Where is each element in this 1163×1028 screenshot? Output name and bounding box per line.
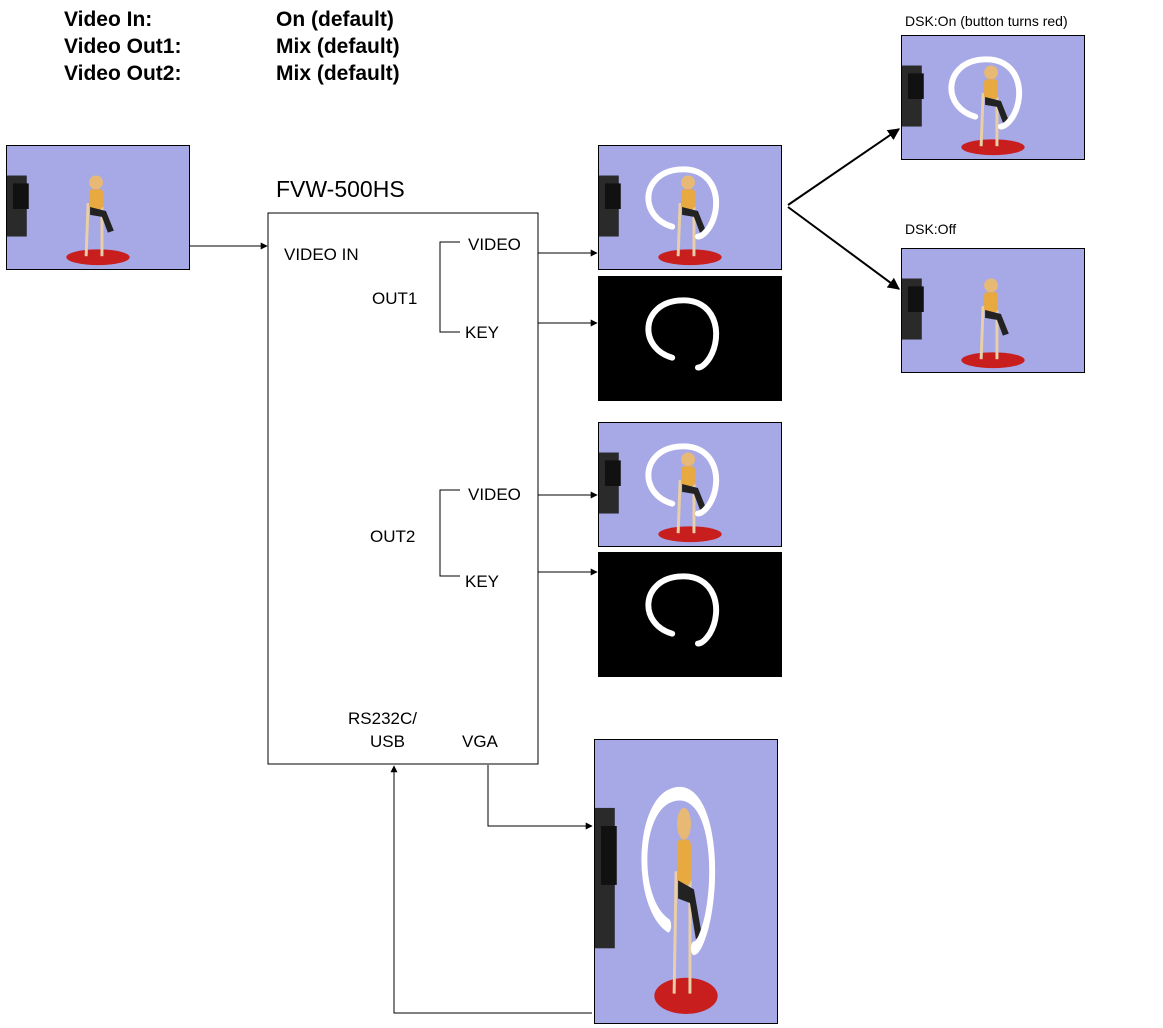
out2-video-frame — [598, 422, 782, 547]
out1-key-frame — [598, 276, 782, 401]
dsk-off-arrow — [787, 206, 900, 290]
out1-video-frame — [598, 145, 782, 270]
setting-label-video-out2: Video Out2: — [64, 62, 182, 85]
vga-wire — [487, 765, 593, 830]
device-box — [267, 212, 539, 765]
control-return-wire — [390, 765, 592, 1014]
setting-label-video-in: Video In: — [64, 8, 153, 31]
setting-value-video-out2: Mix (default) — [276, 62, 400, 85]
vga-picture — [595, 740, 777, 1023]
out2-key-frame — [598, 552, 782, 677]
dsk-on-arrow — [787, 128, 900, 206]
dsk-off-caption: DSK:Off — [905, 221, 957, 237]
out2-video-label: VIDEO — [468, 485, 521, 504]
out1-key-label: KEY — [465, 323, 500, 342]
out2-label: OUT2 — [370, 527, 416, 546]
dsk-on-frame — [901, 35, 1085, 160]
device-title: FVW-500HS — [276, 176, 405, 202]
vga-monitor-frame — [594, 739, 778, 1024]
dsk-on-caption: DSK:On (button turns red) — [905, 13, 1068, 29]
out1-video-label: VIDEO — [468, 235, 521, 254]
out2-bracket — [439, 489, 460, 577]
setting-value-video-out1: Mix (default) — [276, 35, 400, 58]
out2-key-label: KEY — [465, 572, 500, 591]
video-in-label: VIDEO IN — [284, 245, 359, 264]
usb-label: USB — [370, 732, 405, 751]
vga-label: VGA — [462, 732, 498, 751]
dsk-off-frame — [901, 248, 1085, 373]
out1-bracket — [439, 241, 460, 333]
setting-value-video-in: On (default) — [276, 8, 394, 31]
rs232c-label: RS232C/ — [348, 709, 417, 728]
out1-label: OUT1 — [372, 289, 418, 308]
input-video-frame — [6, 145, 190, 270]
setting-label-video-out1: Video Out1: — [64, 35, 182, 58]
